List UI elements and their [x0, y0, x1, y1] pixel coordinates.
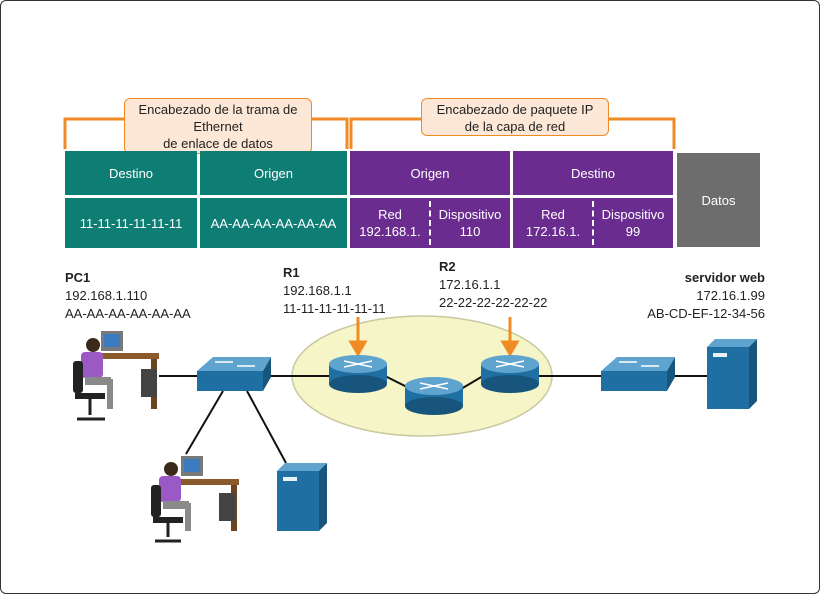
ip-source-divider [429, 201, 431, 245]
local-server [277, 463, 327, 531]
pc1-label: PC1 192.168.1.110 AA-AA-AA-AA-AA-AA [65, 269, 191, 323]
pc1-name: PC1 [65, 270, 91, 285]
router-middle [405, 377, 463, 415]
data-payload-label: Datos [701, 192, 736, 208]
ip-destination-device: Dispositivo 99 [593, 206, 673, 240]
r2-name: R2 [439, 259, 456, 274]
eth-destination-title: Destino [65, 151, 197, 195]
server-name: servidor web [684, 270, 765, 285]
eth-source-title-text: Origen [253, 165, 294, 181]
switch-left [197, 357, 271, 391]
ip-source-network-value: 192.168.1. [359, 224, 421, 239]
ip-destination-title-text: Destino [570, 165, 616, 181]
router-r2 [481, 355, 539, 393]
pc2-workstation [151, 456, 239, 543]
eth-source-value: AA-AA-AA-AA-AA-AA [200, 198, 347, 248]
ip-bracket [349, 117, 676, 149]
ip-source-title-text: Origen [410, 165, 450, 181]
data-payload: Datos [677, 153, 760, 247]
r1-mac: 11-11-11-11-11-11 [283, 301, 386, 316]
network-links [159, 375, 709, 464]
ip-destination-network: Red 172.16.1. [513, 206, 593, 240]
eth-source-mac: AA-AA-AA-AA-AA-AA [210, 215, 337, 231]
r2-label: R2 172.16.1.1 22-22-22-22-22-22 [439, 258, 547, 312]
pc1-ip: 192.168.1.110 [65, 288, 148, 303]
ip-destination-network-label: Red [541, 207, 565, 222]
pc1-workstation [73, 331, 159, 421]
eth-source-title: Origen [200, 151, 347, 195]
ip-source-device-label: Dispositivo [438, 207, 502, 222]
switch-right [601, 357, 675, 391]
eth-destination-mac: 11-11-11-11-11-11 [79, 215, 183, 231]
ip-destination-device-label: Dispositivo [601, 207, 665, 222]
ip-destination-device-value: 99 [625, 224, 641, 239]
ip-source-title: Origen [350, 151, 510, 195]
ip-destination-title: Destino [513, 151, 673, 195]
ip-source-network-label: Red [378, 207, 402, 222]
ip-destination-network-value: 172.16.1. [525, 224, 581, 239]
eth-destination-title-text: Destino [108, 165, 154, 181]
server-mac: AB-CD-EF-12-34-56 [647, 306, 765, 321]
ip-destination-divider [592, 201, 594, 245]
r2-ip: 172.16.1.1 [439, 277, 501, 292]
server-ip: 172.16.1.99 [696, 288, 765, 303]
r2-mac: 22-22-22-22-22-22 [439, 295, 548, 310]
ethernet-callout-line-2: Ethernet [193, 119, 243, 134]
server-label: servidor web 172.16.1.99 AB-CD-EF-12-34-… [611, 269, 765, 323]
eth-destination-value: 11-11-11-11-11-11 [65, 198, 197, 248]
ip-source-device-value: 110 [459, 224, 481, 239]
web-server [707, 339, 757, 409]
router-arrows [348, 317, 520, 357]
pc1-mac: AA-AA-AA-AA-AA-AA [65, 306, 191, 321]
router-r1 [329, 355, 387, 393]
ip-source-value: Red 192.168.1. Dispositivo 110 [350, 198, 510, 248]
ip-header-callout: Encabezado de paquete IP de la capa de r… [421, 98, 609, 136]
r1-name: R1 [283, 265, 300, 280]
ethernet-header-callout: Encabezado de la trama de Ethernet de en… [124, 98, 312, 154]
ip-source-device: Dispositivo 110 [430, 206, 510, 240]
r1-ip: 192.168.1.1 [283, 283, 352, 298]
ethernet-bracket [63, 117, 349, 149]
r1-label: R1 192.168.1.1 11-11-11-11-11-11 [283, 264, 386, 318]
ip-callout-line-2: de la capa de red [464, 119, 566, 134]
ethernet-callout-line-3: de enlace de datos [163, 136, 273, 151]
ip-callout-line-1: Encabezado de paquete IP [436, 102, 594, 117]
ethernet-callout-line-1: Encabezado de la trama de [138, 102, 298, 117]
ip-source-network: Red 192.168.1. [350, 206, 430, 240]
